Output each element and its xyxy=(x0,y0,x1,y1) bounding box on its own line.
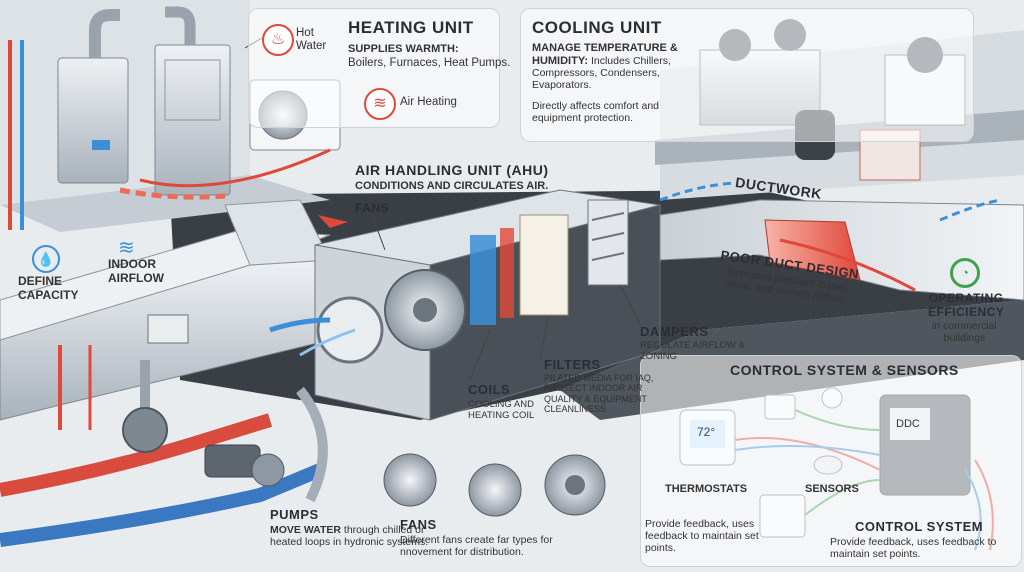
ahu-filter xyxy=(519,214,569,316)
thermostat-reading: 72° xyxy=(697,425,716,439)
cold-air-flow-1 xyxy=(659,181,736,202)
damper-blade-1 xyxy=(591,212,625,221)
warm-air-flow xyxy=(119,187,226,200)
cooling-panel xyxy=(520,8,974,142)
damper-blade-2 xyxy=(591,232,625,241)
ahu-subtitle: CONDITIONS AND CIRCULATES AIR. xyxy=(355,180,549,192)
furnace-flue xyxy=(165,6,196,45)
damper-blade-3 xyxy=(591,252,625,261)
fan-type-axial xyxy=(383,453,437,507)
gauge-icon: ◔ xyxy=(950,258,980,288)
furnace-panel xyxy=(164,59,221,121)
ahu-inlet-fan xyxy=(316,296,384,364)
blue-air-inlet xyxy=(269,317,331,333)
duct-poor-section xyxy=(764,219,861,281)
water-drop-icon: 💧 xyxy=(32,245,60,273)
boiler-flue xyxy=(89,9,120,58)
cooling-note: Directly affects comfort and equipment p… xyxy=(532,100,660,125)
leader-coils xyxy=(469,329,491,381)
red-pipe-main xyxy=(0,413,273,497)
ahu-title: AIR HANDLING UNIT (AHU) xyxy=(355,162,549,178)
air-heating-label: Air Heating xyxy=(400,96,457,108)
coils-title: COILS xyxy=(468,382,511,397)
indoor-airflow: INDOOR AIRFLOW xyxy=(108,257,164,285)
control-system-title: CONTROL SYSTEM xyxy=(855,519,984,534)
control-system-desc: Provide feedback, uses feedback to maint… xyxy=(830,536,997,561)
efficiency-title: OPERATING EFFICIENCY xyxy=(928,291,1005,319)
pump-1 xyxy=(122,407,168,453)
thermostats-label: THERMOSTATS xyxy=(665,483,748,495)
control-panel xyxy=(640,355,1022,567)
leader-fans xyxy=(371,214,386,251)
feedback-left: Provide feedback, uses feedback to maint… xyxy=(645,518,759,555)
hot-water-label: Hot Water xyxy=(296,27,327,53)
cooling-subtitle: MANAGE TEMPERATURE & HUMIDITY: xyxy=(532,42,678,67)
pump-2-volute xyxy=(251,453,285,487)
filters-title: FILTERS xyxy=(544,357,601,372)
leader-filters xyxy=(539,317,549,361)
boiler-display xyxy=(92,140,110,150)
fans-title: FANS xyxy=(400,517,437,532)
air-heating-icon: ≋ xyxy=(364,88,396,120)
pumps-text: MOVE WATER through chilled or heated loo… xyxy=(270,524,430,548)
sensors-label: SENSORS xyxy=(805,483,859,495)
ahu-coil-cold xyxy=(470,235,496,325)
fan-type-blower-hub xyxy=(565,475,585,495)
ahu-fans-label: FANS xyxy=(355,201,390,215)
leader-dampers xyxy=(619,284,641,326)
coils-desc: COOLING AND HEATING COIL xyxy=(468,399,535,421)
grey-pipe-loop xyxy=(296,386,328,503)
cooling-description: Includes Chillers, Compressors, Condense… xyxy=(532,54,671,92)
cooling-title: COOLING UNIT xyxy=(532,18,662,37)
ahu-blower-hub xyxy=(413,298,437,322)
define-capacity: DEFINE CAPACITY xyxy=(18,274,79,302)
ahu-coil-hot xyxy=(500,228,514,318)
blue-pipe-main xyxy=(0,463,323,547)
blue-air-out xyxy=(299,328,356,357)
boiler-unit xyxy=(57,57,129,184)
cooling-subtitle-desc: MANAGE TEMPERATURE & HUMIDITY: Includes … xyxy=(532,42,692,91)
pumps-desc: through chilled or heated loops in hydro… xyxy=(270,524,429,549)
filters-desc: PILATED MEDIA FOR IAQ, PROTECT INDOOR AI… xyxy=(544,373,654,415)
efficiency-desc: in commercial buildings xyxy=(932,320,997,345)
ddc-label: DDC xyxy=(896,418,920,430)
pumps-title: PUMPS xyxy=(270,507,319,522)
hot-water-icon: ♨ xyxy=(262,24,294,56)
wind-icon: ≋ xyxy=(118,237,135,259)
heating-ledge xyxy=(0,175,330,232)
warm-arrow-right xyxy=(318,215,348,228)
cold-air-flow-2 xyxy=(939,198,1001,222)
control-title: CONTROL SYSTEM & SENSORS xyxy=(730,362,959,378)
hot-pipe-to-duct xyxy=(139,148,331,188)
fans-desc: Different fans create far types for nnov… xyxy=(400,534,553,559)
red-flow-right xyxy=(779,238,916,292)
dampers-title: DAMPERS xyxy=(640,324,709,339)
heating-description: Boilers, Furnaces, Heat Pumps. xyxy=(348,57,511,69)
control-box-duct xyxy=(147,314,189,344)
heating-title: HEATING UNIT xyxy=(348,18,474,37)
heating-subtitle: SUPPLIES WARMTH: xyxy=(348,43,459,55)
dampers-desc: REGULATE AIRFLOW & ZONING xyxy=(640,340,745,362)
pumps-lead: MOVE WATER xyxy=(270,524,341,536)
fan-type-centrifugal xyxy=(468,463,522,517)
